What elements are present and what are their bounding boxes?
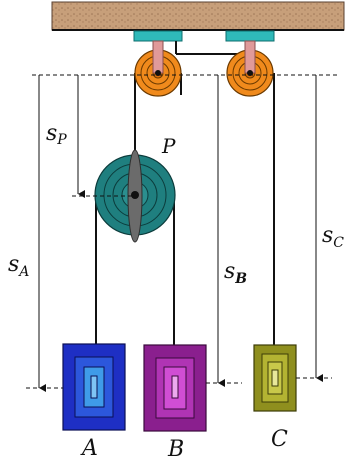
block-c <box>253 344 297 412</box>
dimension-arrows <box>38 75 323 392</box>
movable-pulley-p <box>94 149 176 243</box>
block-a-label: A <box>80 436 98 461</box>
block-b-label: B <box>167 437 184 462</box>
fixed-pulley-left <box>134 40 182 97</box>
fixed-pulley-right <box>226 40 274 97</box>
block-b <box>143 344 207 432</box>
ropes <box>95 73 275 345</box>
s-p-label: sP <box>46 121 67 148</box>
s-b-label: sB <box>224 259 247 287</box>
s-c-label: sC <box>322 223 344 251</box>
ceiling <box>51 1 345 31</box>
s-a-label: sA <box>8 252 29 280</box>
block-c-label: C <box>271 427 288 452</box>
dimension-labels: sP sA sB sC <box>8 121 344 287</box>
block-a <box>62 343 126 431</box>
pulley-p-label: P <box>161 134 176 158</box>
